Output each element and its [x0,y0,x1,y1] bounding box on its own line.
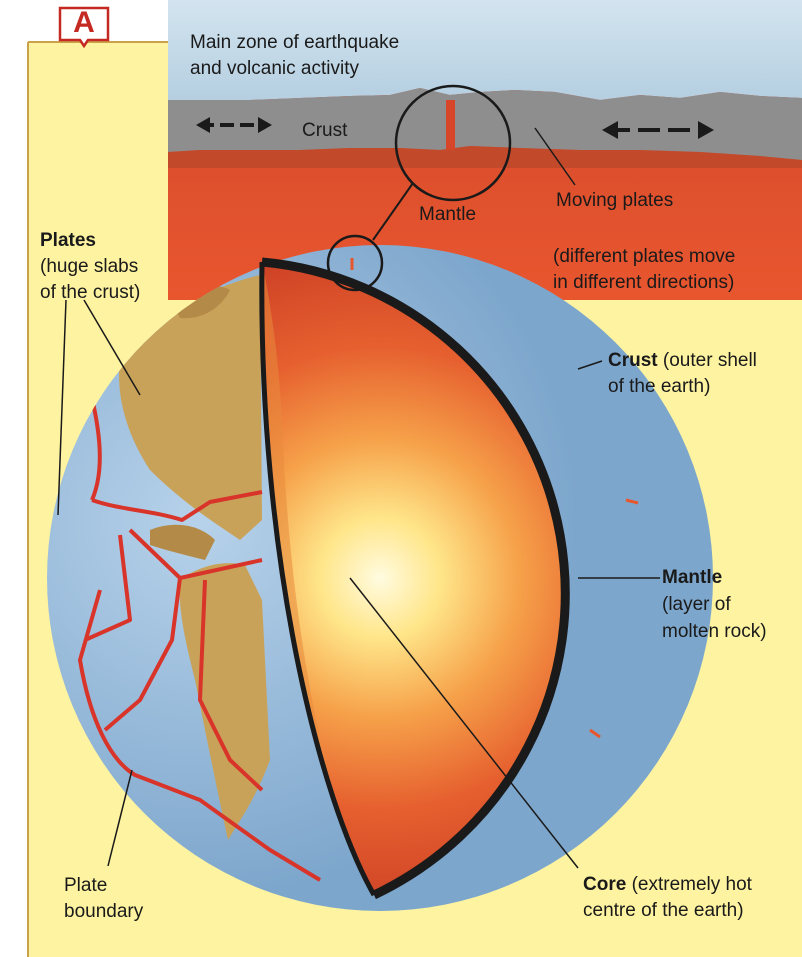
mantle-section-label: Mantle [419,202,476,227]
main-zone-label-2: and volcanic activity [190,56,359,81]
core-label-line-2: centre of the earth) [583,898,744,923]
different-plates-label-1: (different plates move [553,244,735,269]
mantle-desc-1: (layer of [662,592,731,617]
plates-desc-1: (huge slabs [40,254,138,279]
crust-section-label: Crust [302,118,347,143]
section-letter: A [58,6,110,40]
plates-title: Plates [40,228,96,253]
magma-vent [446,100,455,150]
mantle-title: Mantle [662,565,722,590]
plate-boundary-label-1: Plate [64,873,107,898]
core-label-line-1: Core (extremely hot [583,872,752,897]
different-plates-label-2: in different directions) [553,270,734,295]
mantle-desc-2: molten rock) [662,619,767,644]
main-zone-label-1: Main zone of earthquake [190,30,399,55]
crust-label-line-2: of the earth) [608,374,710,399]
plates-desc-2: of the crust) [40,280,140,305]
moving-plates-label: Moving plates [556,188,673,213]
plate-boundary-label-2: boundary [64,899,143,924]
crust-label-line-1: Crust (outer shell [608,348,757,373]
